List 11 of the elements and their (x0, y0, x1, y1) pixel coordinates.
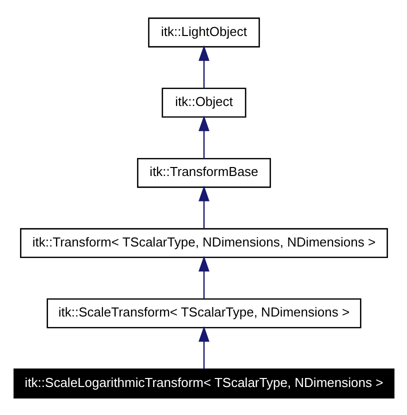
node-box: itk::Transform< TScalarType, NDimensions, NDimensions > (20, 228, 388, 258)
node-box: itk::ScaleTransform< TScalarType, NDimensions > (46, 298, 361, 328)
arrow (198, 255, 209, 298)
arrow (198, 185, 209, 228)
arrow (198, 326, 209, 369)
arrow (198, 44, 209, 88)
node-box: itk::Object (161, 87, 246, 118)
node-box: itk::ScaleLogarithmicTransform< TScalarType, NDimensions > (13, 368, 394, 398)
arrow (198, 114, 209, 158)
node-box: itk::LightObject (148, 17, 260, 47)
node-box: itk::TransformBase (136, 157, 270, 188)
